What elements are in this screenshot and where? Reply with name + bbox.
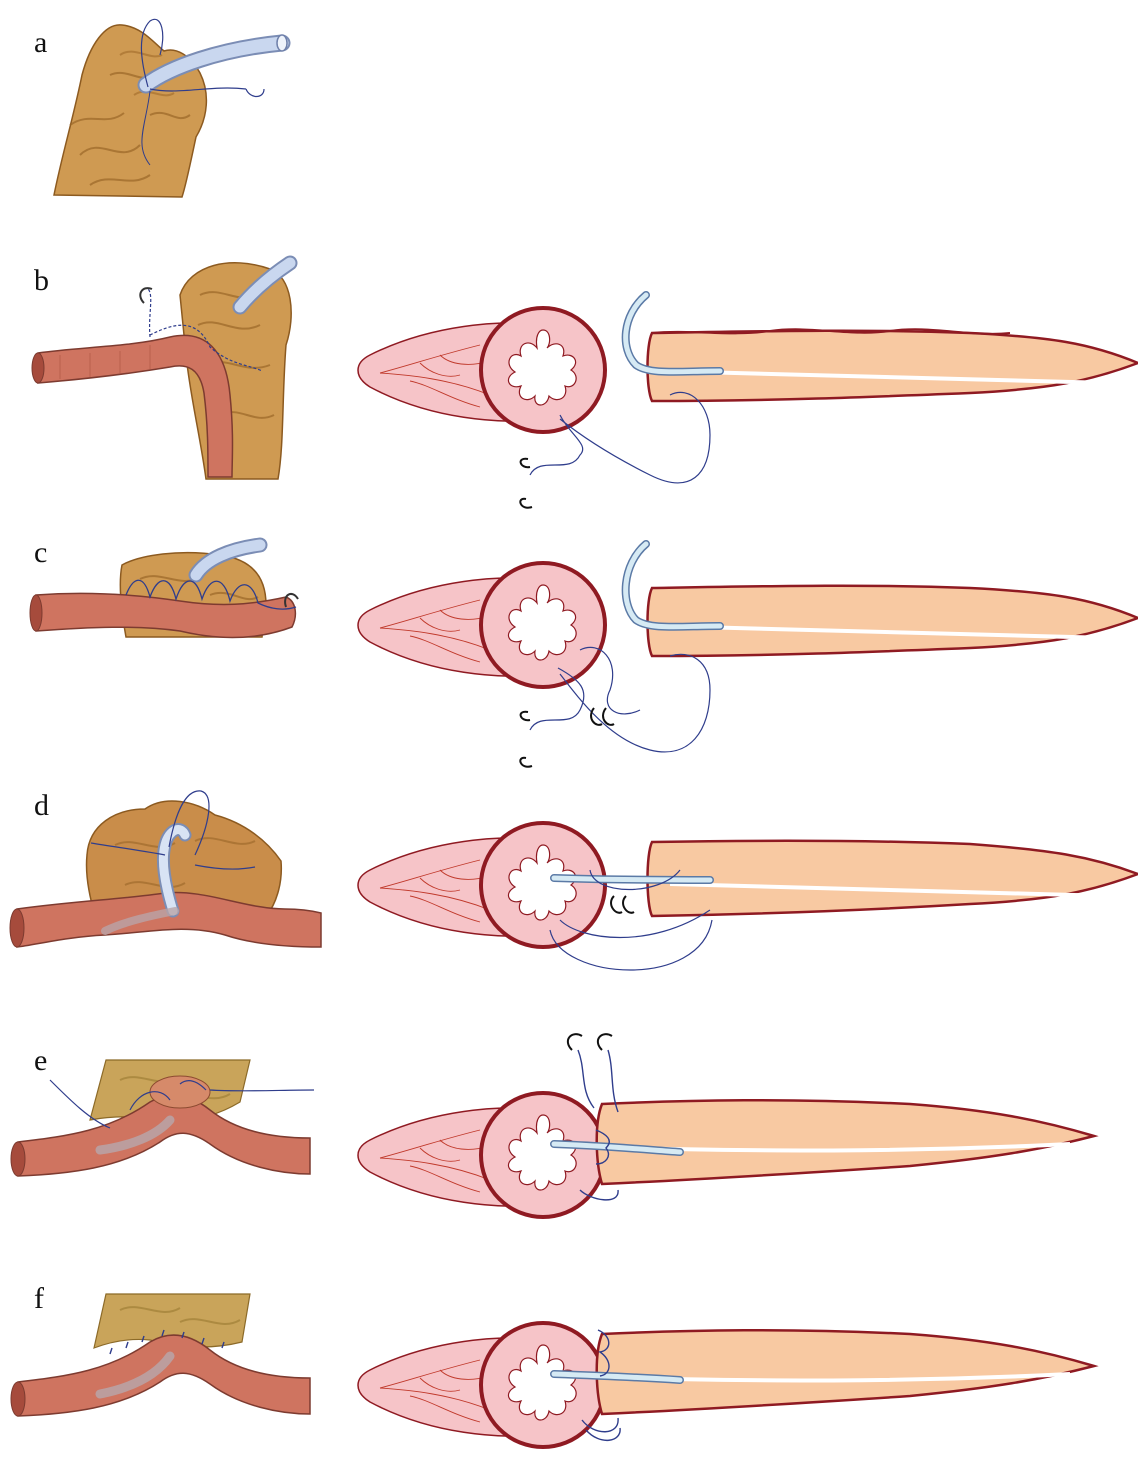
pancreas-stump-section: [648, 841, 1138, 916]
jejunum-loop: [18, 1335, 310, 1416]
panel-c-cross-section: [350, 540, 1138, 780]
pancreas-stump-section: [597, 1100, 1094, 1184]
jejunal-lumen: [481, 1323, 605, 1447]
panel-c-illustration: [30, 535, 310, 675]
panel-d-cross-section: [350, 800, 1138, 1010]
panel-b-illustration: [30, 255, 300, 485]
panel-e-cross-section: [350, 1030, 1100, 1220]
jejunal-lumen: [481, 563, 605, 687]
jejunal-lumen: [481, 823, 605, 947]
panel-a-illustration: [50, 15, 310, 200]
panel-b-cross-section: [350, 285, 1138, 525]
panel-f-cross-section: [350, 1270, 1100, 1450]
panel-label-a: a: [34, 28, 47, 58]
jejunal-lumen: [481, 308, 605, 432]
panel-e-illustration: [10, 1050, 320, 1200]
pancreas-stump-section: [648, 331, 1138, 401]
pancreas-stump-section: [597, 1330, 1094, 1414]
panel-f-illustration: [10, 1290, 320, 1440]
pancreas-stump-section: [648, 586, 1138, 656]
panel-d-illustration: [5, 785, 325, 960]
jejunum-loop: [18, 1095, 310, 1176]
jejunal-lumen: [481, 1093, 605, 1217]
